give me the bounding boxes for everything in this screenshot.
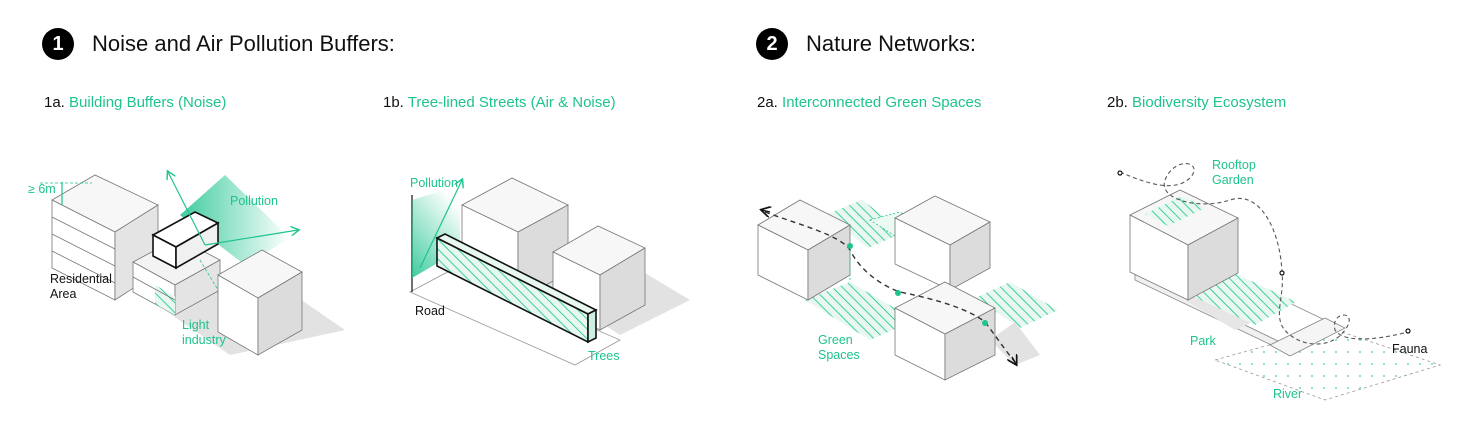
panel-name: Tree-lined Streets (Air & Noise) — [407, 94, 616, 111]
building — [1129, 189, 1239, 301]
residential-area-label: Residential Area — [50, 272, 112, 301]
park — [1190, 272, 1296, 325]
rooftop-garden — [1145, 196, 1205, 226]
green-space — [975, 282, 1058, 328]
green-space — [825, 200, 905, 248]
green-spaces-label: Green Spaces — [818, 333, 860, 362]
fauna-label: Fauna — [1392, 342, 1428, 356]
fauna-path — [764, 211, 1016, 363]
building — [757, 199, 851, 301]
section-2-heading: 2 Nature Networks: — [756, 28, 976, 60]
node — [895, 290, 901, 296]
section-title: Nature Networks: — [806, 31, 976, 56]
height-label: ≥ 6m — [28, 182, 56, 196]
panel-1b-title: 1b. Tree-lined Streets (Air & Noise) — [383, 94, 616, 111]
park-label: Park — [1190, 334, 1216, 348]
pollution-label: Pollution — [230, 194, 278, 208]
section-1-heading: 1 Noise and Air Pollution Buffers: — [42, 28, 395, 60]
section-title: Noise and Air Pollution Buffers: — [92, 31, 395, 56]
pollution-arrow — [168, 172, 206, 246]
panel-name: Interconnected Green Spaces — [782, 94, 982, 111]
panel-name: Building Buffers (Noise) — [69, 94, 227, 111]
section-number-badge: 1 — [42, 28, 74, 60]
river-label: River — [1273, 387, 1303, 401]
road-label: Road — [415, 304, 445, 318]
pollution-arrow — [419, 180, 462, 269]
highlighted-building — [151, 211, 220, 270]
panel-1a-title: 1a. Building Buffers (Noise) — [44, 94, 226, 111]
diagram-2b — [1117, 163, 1442, 401]
diagram-1b — [409, 177, 690, 366]
light-industry-label: Light industry — [182, 318, 226, 347]
shadow — [990, 322, 1040, 365]
panel-code: 2b. — [1107, 94, 1128, 111]
panel-code: 1b. — [383, 94, 404, 111]
panel-2b-title: 2b. Biodiversity Ecosystem — [1107, 94, 1286, 111]
diagram-2a — [757, 195, 1058, 381]
building — [894, 195, 991, 291]
diagram-1a — [40, 172, 345, 356]
river — [1213, 327, 1442, 401]
butterfly-icon — [1117, 170, 1411, 334]
node — [982, 320, 988, 326]
tree-line — [435, 233, 598, 344]
trees-label: Trees — [588, 349, 620, 363]
panel-code: 2a. — [757, 94, 778, 111]
green-space — [805, 282, 915, 340]
section-number-badge: 2 — [756, 28, 788, 60]
panel-code: 1a. — [44, 94, 65, 111]
industry-block — [217, 249, 303, 356]
panel-2a-title: 2a. Interconnected Green Spaces — [757, 94, 981, 111]
step — [1269, 317, 1346, 357]
plume — [180, 175, 290, 265]
building — [894, 281, 996, 381]
residential-building — [51, 174, 159, 301]
road — [409, 267, 621, 366]
pollution-label: Pollution — [410, 176, 458, 190]
rooftop-garden-label: Rooftop Garden — [1212, 158, 1256, 187]
panel-name: Biodiversity Ecosystem — [1132, 94, 1287, 111]
pollution-arrow — [204, 230, 298, 246]
